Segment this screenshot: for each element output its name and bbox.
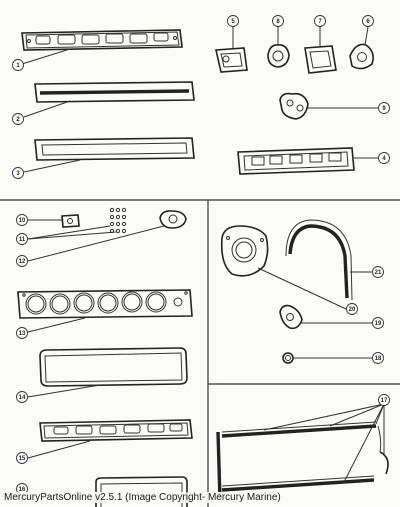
svg-text:11: 11 (19, 237, 26, 243)
callout-12: 12 (16, 255, 28, 267)
svg-text:9: 9 (382, 106, 386, 112)
part-9-gasket (279, 92, 378, 120)
svg-text:21: 21 (375, 270, 382, 276)
svg-text:18: 18 (375, 356, 382, 362)
svg-text:20: 20 (349, 307, 356, 313)
part-17-oil-pan-gasket-set (216, 403, 389, 501)
callout-13: 13 (16, 327, 28, 339)
svg-text:15: 15 (19, 456, 26, 462)
part-11-washer-set (27, 207, 127, 240)
svg-text:10: 10 (19, 218, 26, 224)
callout-14: 14 (16, 391, 28, 403)
svg-text:12: 12 (19, 259, 26, 265)
svg-text:5: 5 (231, 19, 235, 25)
svg-text:16: 16 (19, 487, 26, 493)
svg-text:13: 13 (19, 331, 26, 337)
svg-text:7: 7 (318, 19, 322, 25)
part-1-intake-gasket (21, 29, 183, 65)
part-13-head-gasket (17, 289, 193, 333)
part-14-cover-gasket (27, 347, 188, 398)
svg-text:6: 6 (366, 19, 370, 25)
svg-text:17: 17 (381, 398, 388, 404)
callout-6: 6 (362, 15, 374, 27)
part-5-gasket (215, 27, 248, 73)
callout-10: 10 (16, 214, 28, 226)
callout-9: 9 (378, 102, 390, 114)
callout-8: 8 (272, 15, 284, 27)
svg-text:14: 14 (19, 395, 26, 401)
svg-text:19: 19 (375, 321, 382, 327)
svg-text:8: 8 (276, 19, 280, 25)
part-4-exhaust-gasket (237, 147, 378, 175)
part-20-timing-cover-gasket (220, 225, 347, 310)
svg-text:3: 3 (16, 171, 20, 177)
part-3-frame-gasket (23, 137, 195, 173)
callout-4: 4 (378, 152, 390, 164)
callout-19: 19 (372, 317, 384, 329)
part-12-gasket (27, 210, 187, 262)
part-15-manifold-gasket (27, 419, 193, 459)
callout-21: 21 (372, 266, 384, 278)
callout-17: 17 (378, 394, 390, 406)
svg-text:4: 4 (382, 156, 386, 162)
part-21-curved-seal (285, 219, 372, 301)
part-19-gasket (279, 304, 372, 330)
callout-7: 7 (314, 15, 326, 27)
svg-text:2: 2 (16, 117, 20, 123)
part-8-gasket (267, 27, 290, 68)
part-6-gasket (349, 26, 374, 70)
part-2-strip-gasket (23, 81, 195, 118)
part-18-seal (282, 352, 372, 364)
callout-3: 3 (12, 167, 24, 179)
svg-text:1: 1 (16, 63, 20, 69)
copyright-footer: MercuryPartsOnline v2.5.1 (Image Copyrig… (4, 492, 283, 503)
part-7-gasket (304, 27, 337, 74)
callout-1: 1 (12, 59, 24, 71)
callout-15: 15 (16, 452, 28, 464)
callout-2: 2 (12, 113, 24, 125)
callout-11: 11 (16, 233, 28, 245)
callout-5: 5 (227, 15, 239, 27)
callout-20: 20 (346, 303, 358, 315)
part-10-gasket (28, 214, 80, 228)
callout-18: 18 (372, 352, 384, 364)
panel-dividers (0, 199, 400, 507)
